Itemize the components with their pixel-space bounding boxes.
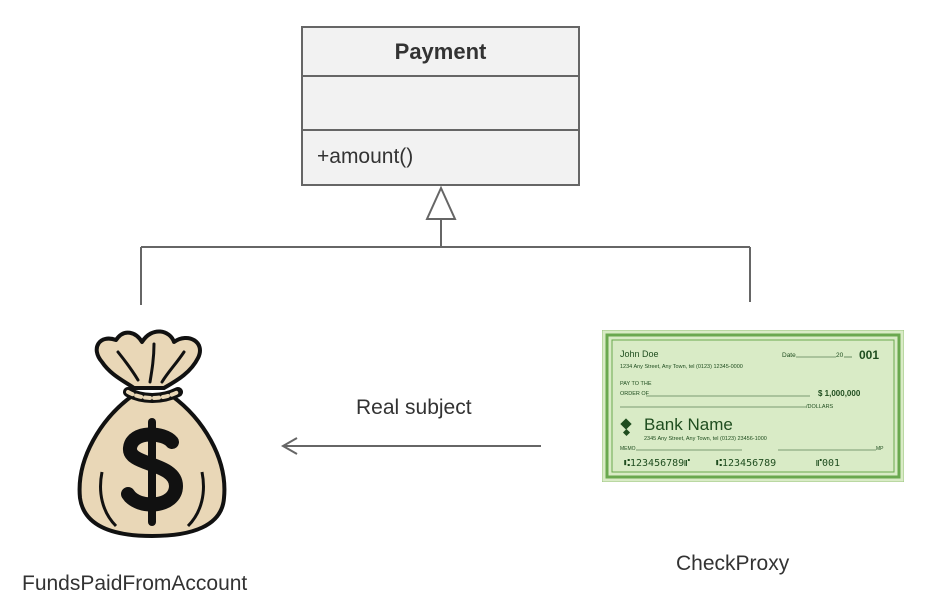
money-bag-icon[interactable]: [72, 322, 232, 540]
check-date-year: 20: [836, 352, 844, 359]
node-label-funds-paid-from-account: FundsPaidFromAccount: [22, 572, 248, 595]
check-number: 001: [859, 348, 879, 362]
check-holder-address: 1234 Any Street, Any Town, tel (0123) 12…: [620, 364, 743, 370]
check-micr-account: ⑆123456789: [716, 458, 776, 469]
check-amount: $ 1,000,000: [818, 389, 861, 398]
node-label-check-proxy: CheckProxy: [676, 552, 790, 575]
check-pay-to-line1: PAY TO THE: [620, 381, 652, 387]
inheritance-arrowhead: [425, 185, 457, 220]
check-dollars-label: /DOLLARS: [806, 404, 834, 410]
check-holder-name: John Doe: [620, 349, 659, 359]
real-subject-arrow: [280, 437, 541, 455]
real-subject-arrowhead: [280, 437, 298, 455]
check-date-label: Date: [782, 352, 796, 359]
class-attributes: [303, 77, 578, 131]
check-signature-label: MP: [876, 446, 884, 452]
check-micr-routing: ⑆123456789⑈: [624, 458, 690, 469]
check-memo-label: MEMO: [620, 446, 636, 452]
bank-check-icon[interactable]: John Doe 1234 Any Street, Any Town, tel …: [601, 329, 905, 483]
payment-class[interactable]: Payment +amount(): [301, 26, 580, 186]
generalization-connector: [140, 219, 751, 305]
check-bank-address: 2345 Any Street, Any Town, tel (0123) 23…: [644, 436, 767, 442]
check-micr-number: ⑈001: [816, 458, 840, 469]
class-operations: +amount(): [317, 145, 414, 168]
check-bank-name: Bank Name: [644, 415, 733, 434]
edge-label-real-subject: Real subject: [356, 396, 472, 419]
check-pay-to-line2: ORDER OF: [620, 391, 650, 397]
class-name: Payment: [303, 28, 578, 77]
